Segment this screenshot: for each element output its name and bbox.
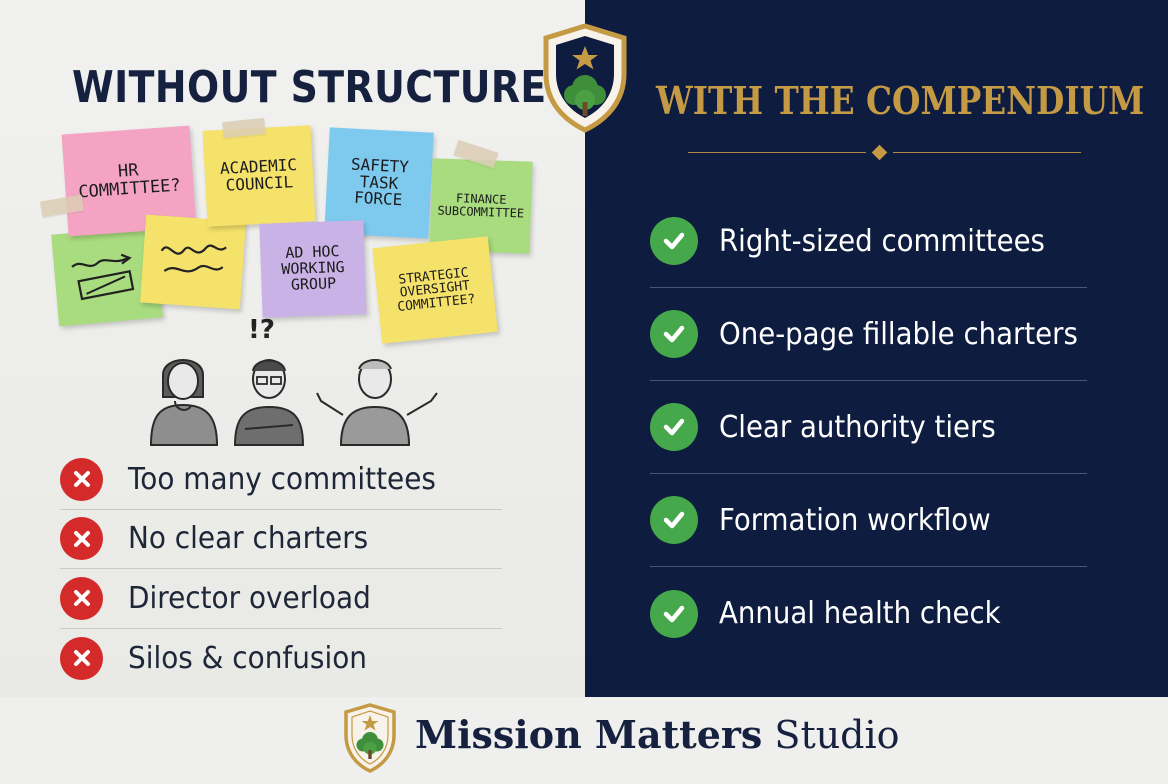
- sticky-note-academic-council: ACADEMIC COUNCIL: [202, 125, 316, 227]
- people-icon: [149, 359, 438, 446]
- list-item: Formation workflow: [650, 474, 1087, 567]
- without-structure-title: WITHOUT STRUCTURE: [72, 62, 547, 113]
- sticky-note-strategic-oversight: STRATEGIC OVERSIGHT COMMITTEE?: [372, 236, 498, 344]
- benefit-label: Formation workflow: [719, 502, 991, 538]
- benefit-label: Annual health check: [719, 596, 1001, 631]
- sticky-note-hr-label: HR COMMITTEE?: [77, 160, 182, 203]
- sticky-notes-collage: HR COMMITTEE? ACADEMIC COUNCIL SAFETY TA…: [35, 117, 535, 353]
- sticky-note-strategic-label: STRATEGIC OVERSIGHT COMMITTEE?: [396, 264, 477, 315]
- sticky-note-safety-label: SAFETY TASK FORCE: [350, 154, 410, 210]
- problems-list: Too many committees No clear charters Di…: [60, 450, 502, 688]
- brand-name: Mission Matters Studio: [415, 712, 900, 757]
- sticky-note-scribble-yellow: [140, 214, 246, 310]
- list-item: Clear authority tiers: [650, 381, 1087, 474]
- confusion-mark: !?: [248, 315, 275, 345]
- list-item: Annual health check: [650, 567, 1087, 660]
- benefit-label: One-page fillable charters: [719, 316, 1078, 352]
- list-item: Right-sized committees: [650, 195, 1087, 288]
- shield-logo-icon: [543, 23, 627, 133]
- benefit-label: Clear authority tiers: [719, 409, 996, 445]
- sticky-note-finance-label: FINANCE SUBCOMMITTEE: [437, 191, 525, 221]
- list-item: Director overload: [60, 569, 502, 629]
- title-divider-right: [893, 152, 1081, 153]
- check-icon: [650, 589, 698, 638]
- sticky-note-scribble-green: [51, 225, 163, 327]
- list-item: No clear charters: [60, 510, 502, 569]
- benefits-list: Right-sized committees One-page fillable…: [650, 195, 1087, 660]
- title-divider-left: [688, 152, 866, 153]
- x-icon: [60, 576, 103, 620]
- sticky-note-ad-hoc-group: AD HOC WORKING GROUP: [259, 220, 367, 318]
- list-item: Too many committees: [60, 450, 502, 510]
- problem-label: Too many committees: [128, 461, 436, 497]
- x-icon: [60, 636, 103, 680]
- check-icon: [650, 496, 698, 544]
- problem-label: No clear charters: [128, 521, 369, 557]
- list-item: One-page fillable charters: [650, 288, 1087, 381]
- check-icon: [650, 310, 698, 358]
- problem-label: Silos & confusion: [128, 640, 367, 676]
- brand-name-light: Studio: [774, 713, 900, 757]
- x-icon: [60, 457, 103, 501]
- problem-label: Director overload: [128, 580, 371, 616]
- sticky-note-adhoc-label: AD HOC WORKING GROUP: [281, 242, 345, 294]
- brand-name-bold: Mission Matters: [415, 712, 763, 757]
- scribble-icon: [160, 244, 227, 273]
- x-icon: [60, 517, 103, 561]
- benefit-label: Right-sized committees: [719, 223, 1045, 259]
- check-icon: [650, 217, 698, 265]
- scribble-icon: [71, 253, 135, 301]
- check-icon: [650, 403, 698, 451]
- footer-band: [0, 697, 1168, 784]
- left-panel-without-structure: [0, 0, 585, 697]
- with-compendium-title: WITH THE COMPENDIUM: [656, 78, 1145, 123]
- sticky-note-academic-label: ACADEMIC COUNCIL: [219, 155, 298, 195]
- footer-shield-logo-icon: [344, 703, 396, 773]
- list-item: Silos & confusion: [60, 629, 502, 689]
- confused-people-illustration: !?: [145, 315, 460, 450]
